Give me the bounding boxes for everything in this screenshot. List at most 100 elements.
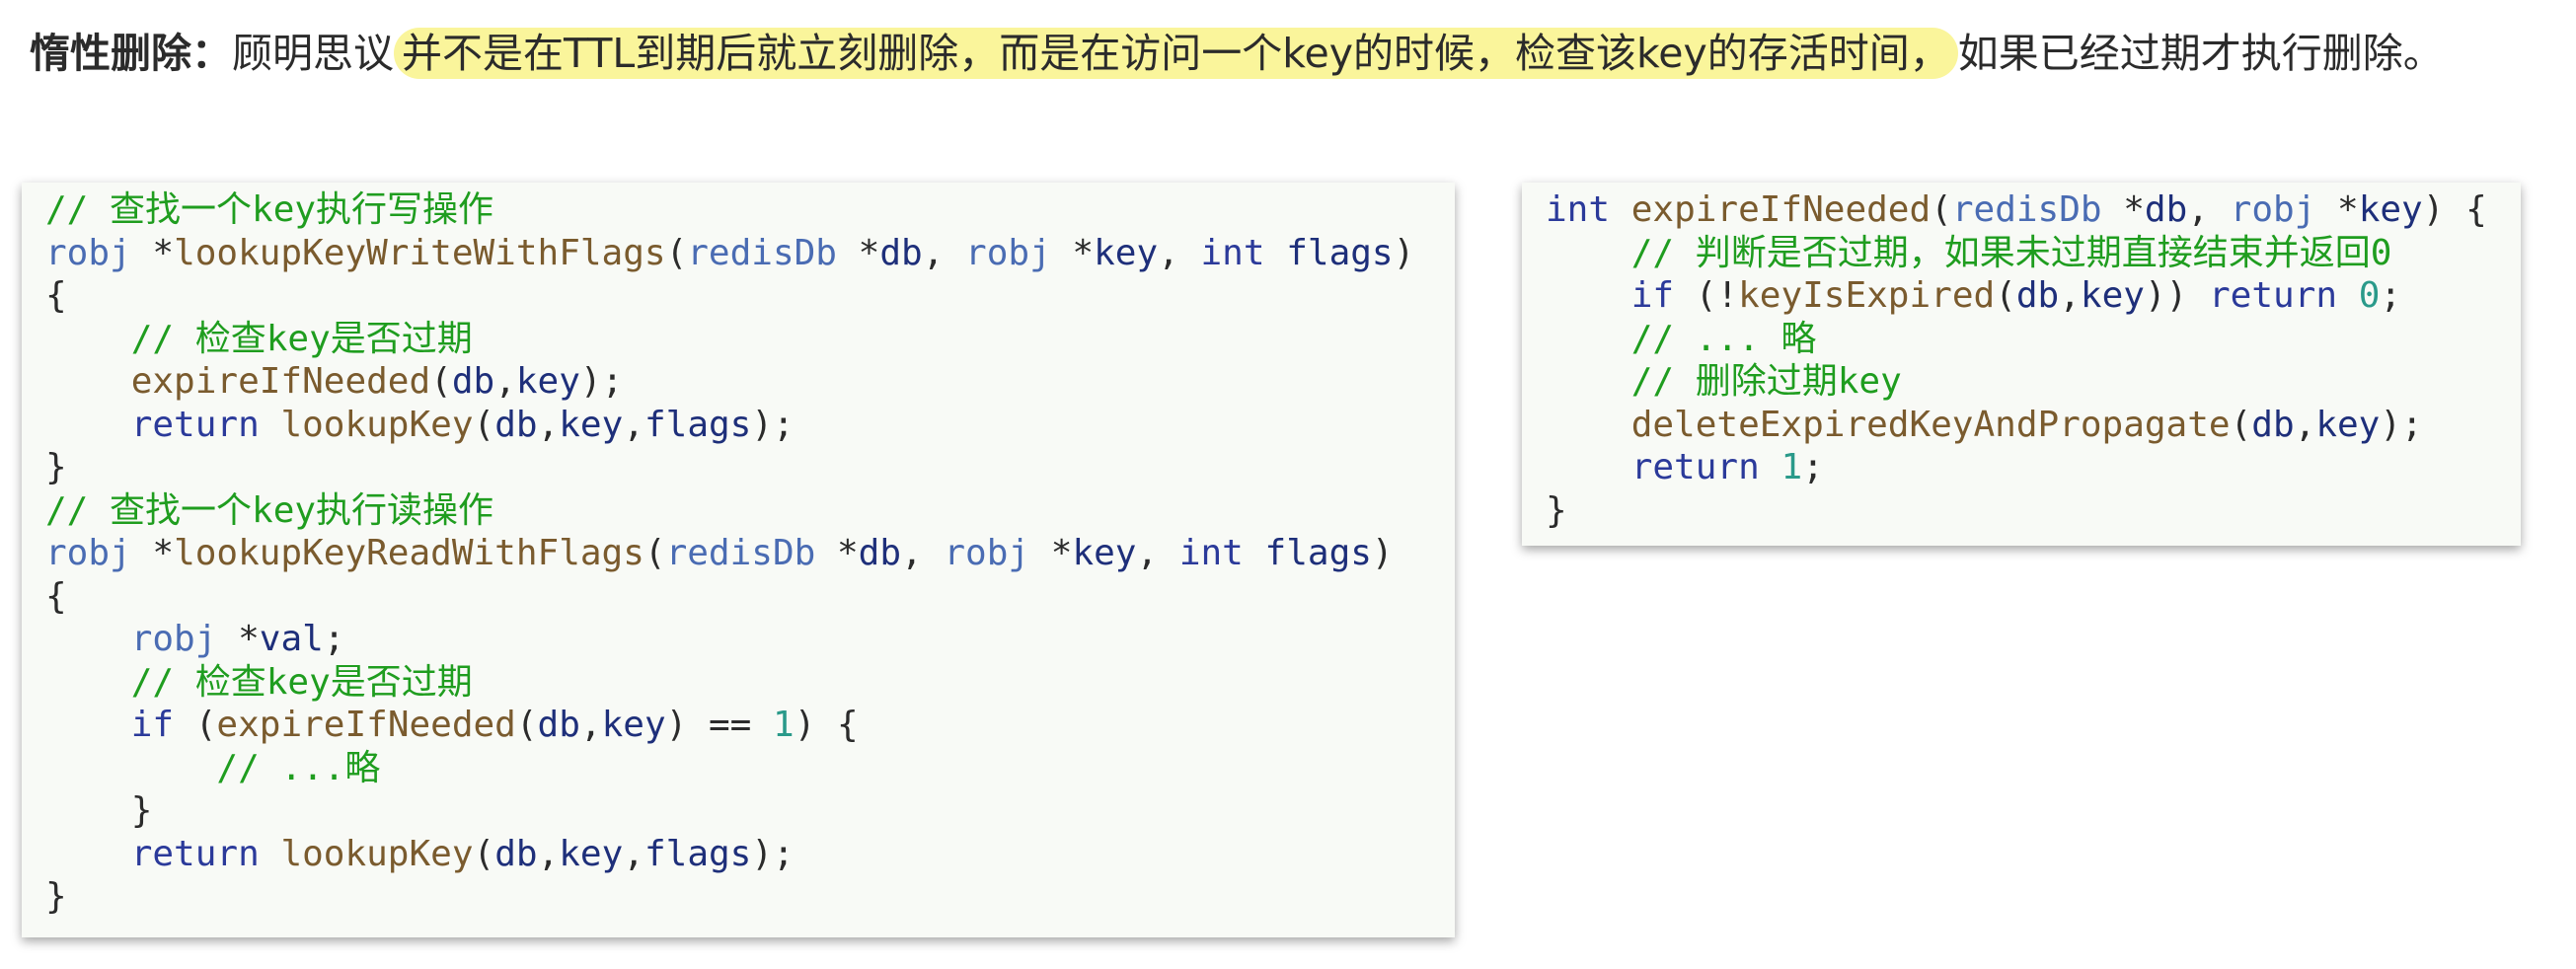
code-token [1244, 533, 1265, 573]
code-token: key [601, 705, 666, 745]
code-token: // 查找一个key执行写操作 [45, 189, 494, 230]
code-token: db [2015, 275, 2060, 316]
code-token: 1 [1780, 447, 1803, 487]
code-token: // 判断是否过期，如果未过期直接结束并返回0 [1630, 232, 2392, 273]
code-line: { [45, 274, 1455, 318]
code-token: keyIsExpired [1738, 275, 1996, 316]
code-token: ); [751, 404, 795, 445]
code-token: flags [644, 833, 752, 874]
code-token: , [2059, 275, 2081, 316]
code-token: ( [1931, 189, 1952, 230]
code-token: key [515, 361, 580, 402]
code-token: 1 [773, 705, 795, 745]
code-token: { [45, 575, 67, 617]
code-token: ( [430, 361, 452, 402]
intro-highlight-text: 并不是在TTL到期后就立刻删除，而是在访问一个key的时候，检查该key的存活时… [394, 28, 1958, 79]
code-token: db [2251, 404, 2295, 445]
code-token: * [130, 533, 175, 573]
code-token: val [259, 619, 324, 659]
code-token: key [2315, 404, 2381, 445]
code-line: robj *lookupKeyWriteWithFlags(redisDb *d… [45, 232, 1455, 275]
code-token: lookupKeyReadWithFlags [174, 533, 644, 573]
code-token: key [1094, 232, 1159, 273]
code-token: int [1200, 232, 1265, 273]
code-line: // ...略 [45, 747, 1455, 790]
code-line: if (!keyIsExpired(db,key)) return 0; [1546, 274, 2521, 318]
code-line: // 查找一个key执行写操作 [45, 188, 1455, 232]
code-token: * [130, 232, 175, 273]
code-token: , [623, 833, 644, 874]
code-token: // 删除过期key [1630, 361, 1902, 402]
code-token: return [1630, 447, 1760, 487]
code-token: db [2144, 189, 2188, 230]
code-token: , [1158, 232, 1201, 273]
code-line: // 判断是否过期，如果未过期直接结束并返回0 [1546, 232, 2521, 275]
code-line: expireIfNeeded(db,key); [45, 360, 1455, 404]
code-line: return lookupKey(db,key,flags); [45, 833, 1455, 876]
code-token: ( [644, 533, 666, 573]
code-token: ); [579, 361, 624, 402]
code-token: ; [2380, 275, 2402, 316]
code-token: { [45, 275, 67, 316]
code-token: robj [965, 232, 1051, 273]
code-token: if [1630, 275, 1675, 316]
code-token: expireIfNeeded [130, 361, 431, 402]
code-token: return [130, 404, 260, 445]
code-line: return 1; [1546, 446, 2521, 489]
code-token: lookupKey [280, 404, 474, 445]
code-token: } [45, 876, 67, 917]
code-token: robj [2230, 189, 2316, 230]
intro-paragraph: 惰性删除：顾明思议并不是在TTL到期后就立刻删除，而是在访问一个key的时候，检… [30, 12, 2556, 95]
code-block-expire-if-needed: int expireIfNeeded(redisDb *db, robj *ke… [1522, 183, 2521, 546]
code-token: // ... 略 [1630, 318, 1817, 359]
code-line: { [45, 575, 1455, 619]
code-token: )) [2144, 275, 2209, 316]
code-token: flags [644, 404, 752, 445]
code-token: * [836, 232, 880, 273]
code-line: // 检查key是否过期 [45, 661, 1455, 705]
code-token: int [1178, 533, 1244, 573]
code-token: db [494, 833, 538, 874]
code-line: return lookupKey(db,key,flags); [45, 404, 1455, 447]
code-token: lookupKey [280, 833, 474, 874]
code-token [2337, 275, 2359, 316]
code-token: * [2315, 189, 2359, 230]
code-token: db [858, 533, 902, 573]
code-token: ( [473, 833, 495, 874]
code-token: , [1136, 533, 1179, 573]
code-token: // 检查key是否过期 [130, 318, 473, 359]
code-token: , [579, 705, 602, 745]
code-token: * [1029, 533, 1073, 573]
code-line: robj *val; [45, 618, 1455, 661]
code-token: * [2101, 189, 2145, 230]
code-token: (! [1674, 275, 1739, 316]
code-token: } [1546, 489, 1567, 531]
intro-tail-text: 如果已经过期才执行删除。 [1957, 30, 2444, 77]
code-token: flags [1264, 533, 1372, 573]
code-line: // 删除过期key [1546, 360, 2521, 404]
code-token: ) [1393, 232, 1415, 273]
code-token: ) == [665, 705, 773, 745]
code-token: 0 [2358, 275, 2381, 316]
code-token: key [2080, 275, 2145, 316]
code-token: db [537, 705, 580, 745]
code-token: key [2358, 189, 2423, 230]
code-token: } [45, 447, 67, 487]
code-line: // 查找一个key执行读操作 [45, 489, 1455, 533]
code-token: * [815, 533, 859, 573]
code-token [1610, 189, 1631, 230]
code-line: if (expireIfNeeded(db,key) == 1) { [45, 704, 1455, 747]
code-token [1760, 447, 1781, 487]
code-token: return [2208, 275, 2338, 316]
code-token: ( [1995, 275, 2016, 316]
code-line: deleteExpiredKeyAndPropagate(db,key); [1546, 404, 2521, 447]
code-token: , [901, 533, 945, 573]
code-token: ( [473, 404, 495, 445]
code-line: robj *lookupKeyReadWithFlags(redisDb *db… [45, 532, 1455, 575]
code-token: ; [323, 619, 345, 659]
code-token: db [451, 361, 495, 402]
code-token: ) [1371, 533, 1394, 573]
code-token: flags [1286, 232, 1394, 273]
code-line: // ... 略 [1546, 318, 2521, 361]
